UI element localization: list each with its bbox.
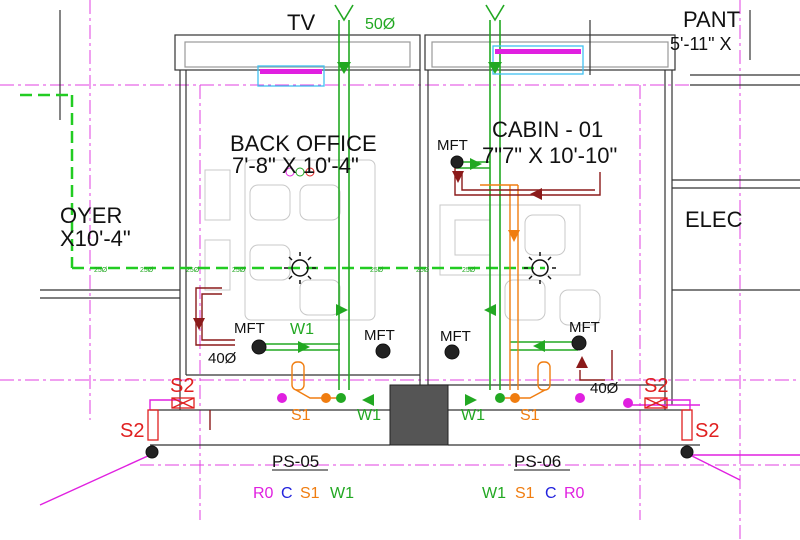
run-size-1: 25Ø [94, 267, 108, 274]
legend-left-c: C [281, 485, 293, 502]
run-size-3: 25Ø [186, 267, 200, 274]
legend-left-r0: R0 [253, 485, 274, 502]
run-size-6: 25Ø [416, 267, 430, 274]
mft-label-office-left: MFT [234, 320, 265, 337]
pipe-size-top: 50Ø [365, 16, 395, 33]
s2-cross-marks [147, 397, 693, 441]
run-size-4: 25Ø [232, 267, 246, 274]
pipe-size-left: 40Ø [208, 350, 237, 367]
sewer-pipes [291, 184, 551, 399]
tag-s2-right-top: S2 [644, 375, 668, 397]
room-size-foyer: X10'-4" [60, 226, 131, 251]
run-size-7: 25Ø [462, 267, 476, 274]
room-size-cabin: 7"7" X 10'-10" [482, 143, 617, 168]
tag-s2-left-top: S2 [170, 375, 194, 397]
flow-arrows [193, 62, 588, 406]
mft-label-cabin-right: MFT [569, 319, 600, 336]
legend-right-c: C [545, 485, 557, 502]
tag-s1-right: S1 [520, 407, 540, 424]
waste-pipes [195, 165, 613, 430]
mft-label-office-right: MFT [364, 327, 395, 344]
shaft-label-ps06: PS-06 [514, 452, 561, 471]
furniture [204, 159, 601, 326]
run-size-2: 25Ø [140, 267, 154, 274]
legend-right-r0: R0 [564, 485, 585, 502]
legend-left-s1: S1 [300, 485, 320, 502]
pipe-shaft [389, 384, 449, 446]
room-label-pantry: PANT [683, 7, 740, 32]
tag-s2-right-bottom: S2 [695, 420, 719, 442]
tag-s2-left-bottom: S2 [120, 420, 144, 442]
room-label-foyer: OYER [60, 203, 122, 228]
room-label-elec: ELEC [685, 207, 743, 232]
valve-markers [277, 167, 633, 408]
legend-left-w1: W1 [330, 485, 354, 502]
rain-pipes [39, 399, 800, 506]
tag-s1-left: S1 [291, 407, 311, 424]
mft-label-cabin-left: MFT [440, 328, 471, 345]
room-size-pantry: 5'-11" X [670, 34, 732, 54]
tag-w1-office: W1 [290, 321, 314, 338]
room-label-tv: TV [287, 10, 315, 35]
mft-label-cabin-top: MFT [437, 137, 468, 154]
legend-right-s1: S1 [515, 485, 535, 502]
light-fixtures [284, 252, 556, 284]
walls [40, 10, 800, 446]
room-size-back-office: 7'-8" X 10'-4" [232, 153, 359, 178]
room-label-cabin: CABIN - 01 [492, 117, 603, 142]
water-risers [260, 4, 578, 390]
pipe-size-right: 40Ø [590, 380, 619, 397]
run-size-5: 25Ø [370, 267, 384, 274]
tag-w1-left: W1 [357, 407, 381, 424]
legend-right-w1: W1 [482, 485, 506, 502]
room-label-back-office: BACK OFFICE [230, 131, 377, 156]
ac-units [257, 45, 584, 87]
mft-meters [145, 155, 694, 459]
tag-w1-right: W1 [461, 407, 485, 424]
shaft-label-ps05: PS-05 [272, 452, 319, 471]
